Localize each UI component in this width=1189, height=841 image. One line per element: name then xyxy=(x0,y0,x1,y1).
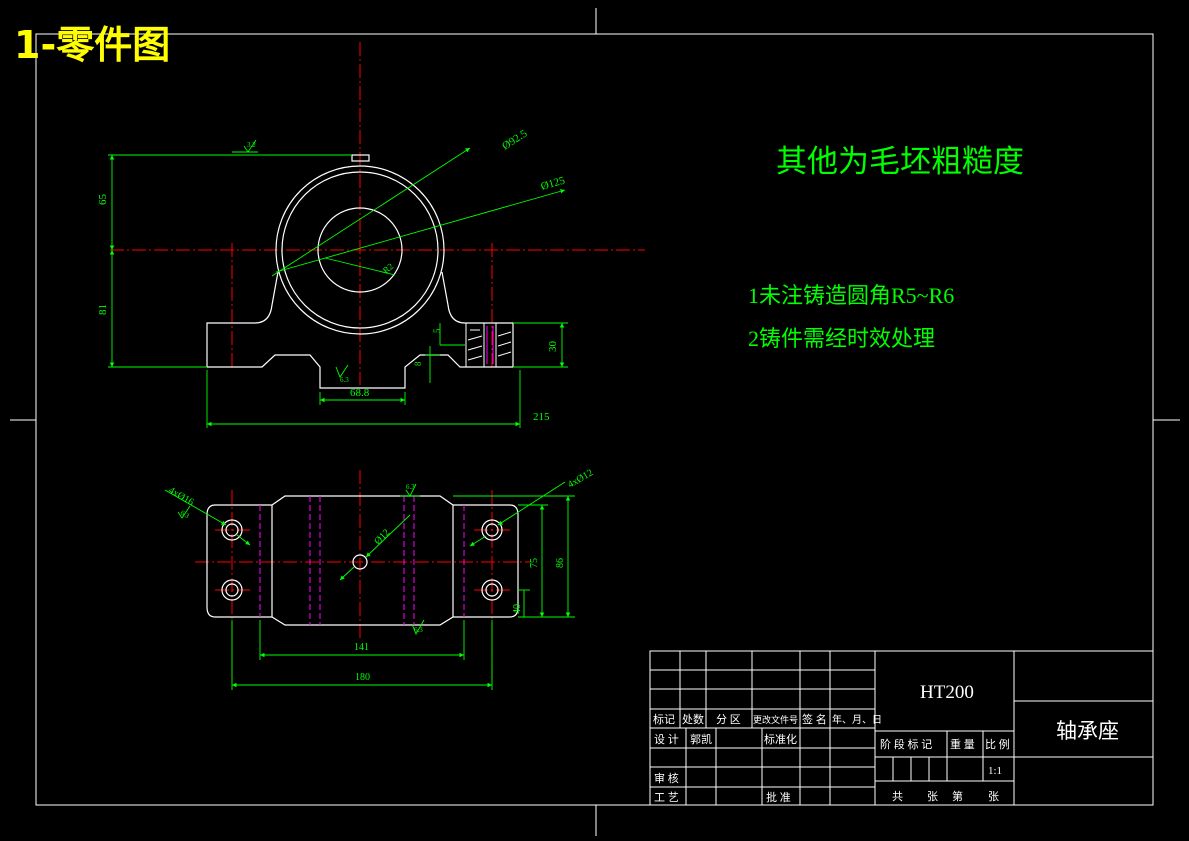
dim-125: Ø125 xyxy=(540,174,567,192)
sheets-unit-1: 张 xyxy=(927,790,938,803)
dim-4x12: 4xØ12 xyxy=(566,467,595,490)
top-dimension-labels: 4xØ16 6.3 4xØ12 Ø12 6.3 6.3 141 180 75 8… xyxy=(167,467,596,683)
header-count: 处数 xyxy=(682,713,704,726)
part-name: 轴承座 xyxy=(1056,719,1119,743)
header-sign: 签 名 xyxy=(802,712,827,726)
approve-label: 批 准 xyxy=(766,790,791,804)
roughness-front-top: 3.2 xyxy=(247,141,256,149)
dim-5: 5 xyxy=(432,328,442,333)
front-section-hatch xyxy=(465,322,514,368)
dim-4x16: 4xØ16 xyxy=(167,485,196,508)
dim-r-inner: R2 xyxy=(381,261,395,275)
front-dimension-labels: 65 81 Ø92.5 Ø125 R2 5 8 30 68.8 215 3.2 … xyxy=(97,127,567,423)
dim-141: 141 xyxy=(354,642,369,653)
top-hidden-lines xyxy=(259,496,465,625)
review-label: 审 核 xyxy=(654,771,679,785)
dim-30: 30 xyxy=(547,341,559,353)
roughness-note: 其他为毛坯粗糙度 xyxy=(776,144,1024,179)
weight-label: 重 量 xyxy=(950,737,975,751)
stage-label: 阶 段 标 记 xyxy=(880,737,932,751)
dim-40: 40 xyxy=(512,604,523,614)
scale-value: 1:1 xyxy=(988,765,1002,777)
top-centerlines xyxy=(195,470,530,690)
sheets-unit-2: 张 xyxy=(988,790,999,803)
top-outline xyxy=(206,495,519,626)
dim-8: 8 xyxy=(413,361,423,366)
title-block: HT200 轴承座 标记 处数 分 区 更改文件号 签 名 年、月、日 设 计 … xyxy=(649,650,1154,806)
dim-65: 65 xyxy=(97,194,109,206)
header-zone: 分 区 xyxy=(716,713,741,726)
top-view: 4xØ16 6.3 4xØ12 Ø12 6.3 6.3 141 180 75 8… xyxy=(164,467,596,690)
top-dimensions xyxy=(164,481,575,690)
dim-215: 215 xyxy=(533,411,550,423)
header-date: 年、月、日 xyxy=(832,713,882,726)
scale-label: 比 例 xyxy=(985,737,1010,751)
front-dimensions xyxy=(108,139,568,428)
designer: 郭凯 xyxy=(690,733,712,746)
design-label: 设 计 xyxy=(654,733,679,746)
header-change-doc: 更改文件号 xyxy=(753,714,798,725)
roughness-top-view-bottom: 6.3 xyxy=(414,626,423,634)
note-casting-fillet: 1未注铸造圆角R5~R6 xyxy=(748,283,954,308)
sheet-frame xyxy=(10,8,1180,836)
title-block-text: HT200 轴承座 标记 处数 分 区 更改文件号 签 名 年、月、日 设 计 … xyxy=(653,682,1119,804)
dim-86: 86 xyxy=(555,558,566,568)
dim-68-8: 68.8 xyxy=(350,387,370,399)
front-outline xyxy=(206,154,514,389)
dim-center-hole: Ø12 xyxy=(372,527,392,547)
standardize-label: 标准化 xyxy=(764,732,797,746)
roughness-front-bottom: 6.3 xyxy=(340,376,349,384)
front-centerlines xyxy=(110,42,645,385)
material: HT200 xyxy=(920,682,974,703)
process-label: 工 艺 xyxy=(654,791,679,804)
roughness-top-left: 6.3 xyxy=(179,509,191,521)
sheets-no-label: 第 xyxy=(952,789,963,803)
dim-81: 81 xyxy=(97,304,109,315)
dim-92-5: Ø92.5 xyxy=(500,127,530,152)
sheet-title: 1-零件图 xyxy=(14,23,170,67)
dim-75: 75 xyxy=(529,558,540,568)
dim-180: 180 xyxy=(355,672,370,683)
front-view: 65 81 Ø92.5 Ø125 R2 5 8 30 68.8 215 3.2 … xyxy=(97,42,645,428)
sheets-total-label: 共 xyxy=(892,790,903,803)
note-aging-treatment: 2铸件需经时效处理 xyxy=(748,326,935,351)
roughness-top-view-top: 6.3 xyxy=(406,483,415,491)
header-mark: 标记 xyxy=(653,712,675,726)
title-block-grid xyxy=(649,650,1154,806)
